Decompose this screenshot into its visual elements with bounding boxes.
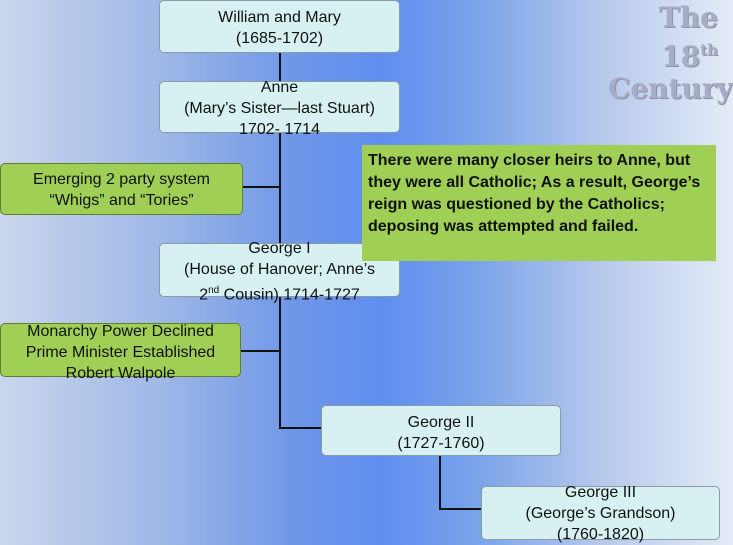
- title-18th-century: The 18th Century: [608, 1, 733, 105]
- note-monarchy-power-declined: Monarchy Power Declined Prime Minister E…: [0, 323, 241, 382]
- box-george-ii: George II (1727-1760): [321, 405, 561, 456]
- note-two-party-system: Emerging 2 party system “Whigs” and “Tor…: [0, 163, 243, 215]
- box-george-iii: George III (George’s Grandson) (1760-182…: [481, 484, 720, 543]
- connector-george2-down: [439, 455, 441, 509]
- connector-george2: [279, 427, 321, 429]
- connector-party: [243, 186, 281, 188]
- connector-monarchy: [241, 350, 281, 352]
- callout-catholic-heirs: There were many closer heirs to Anne, bu…: [362, 145, 716, 261]
- connector-george3: [439, 508, 483, 510]
- box-george-i: George I (House of Hanover; Anne’s 2nd C…: [159, 240, 400, 303]
- box-anne: Anne (Mary’s Sister—last Stuart) 1702- 1…: [159, 79, 400, 138]
- box-william-and-mary: William and Mary (1685-1702): [159, 0, 400, 53]
- connector-trunk: [279, 53, 281, 428]
